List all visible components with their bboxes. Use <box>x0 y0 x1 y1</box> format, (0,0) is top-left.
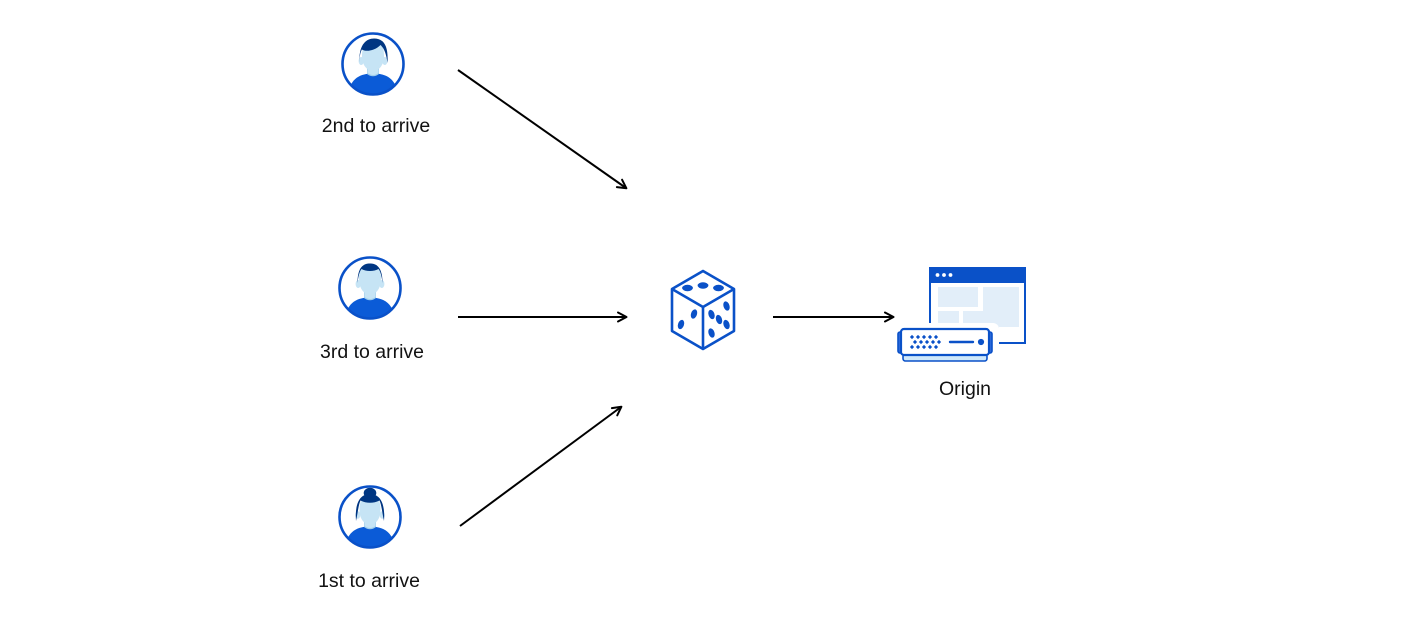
server-icon <box>896 323 999 365</box>
avatar-man-short-hair-icon <box>338 256 402 320</box>
node-origin <box>896 260 1028 371</box>
dice-icon <box>670 269 736 351</box>
node-label-user-3rd: 3rd to arrive <box>319 341 425 363</box>
origin-server-browser-icon <box>896 267 1026 365</box>
node-randomizer <box>668 268 738 361</box>
node-user-2nd <box>339 30 407 103</box>
node-label-origin: Origin <box>938 378 992 400</box>
node-user-3rd <box>336 254 404 327</box>
node-label-user-2nd: 2nd to arrive <box>321 115 431 137</box>
node-label-user-1st: 1st to arrive <box>318 570 420 592</box>
arrow-user2-to-dice <box>457 69 628 190</box>
avatar-man-quiff-icon <box>341 32 405 96</box>
avatar-woman-bun-icon <box>338 485 402 549</box>
arrow-user1-to-dice <box>459 405 623 527</box>
node-user-1st <box>336 483 404 556</box>
